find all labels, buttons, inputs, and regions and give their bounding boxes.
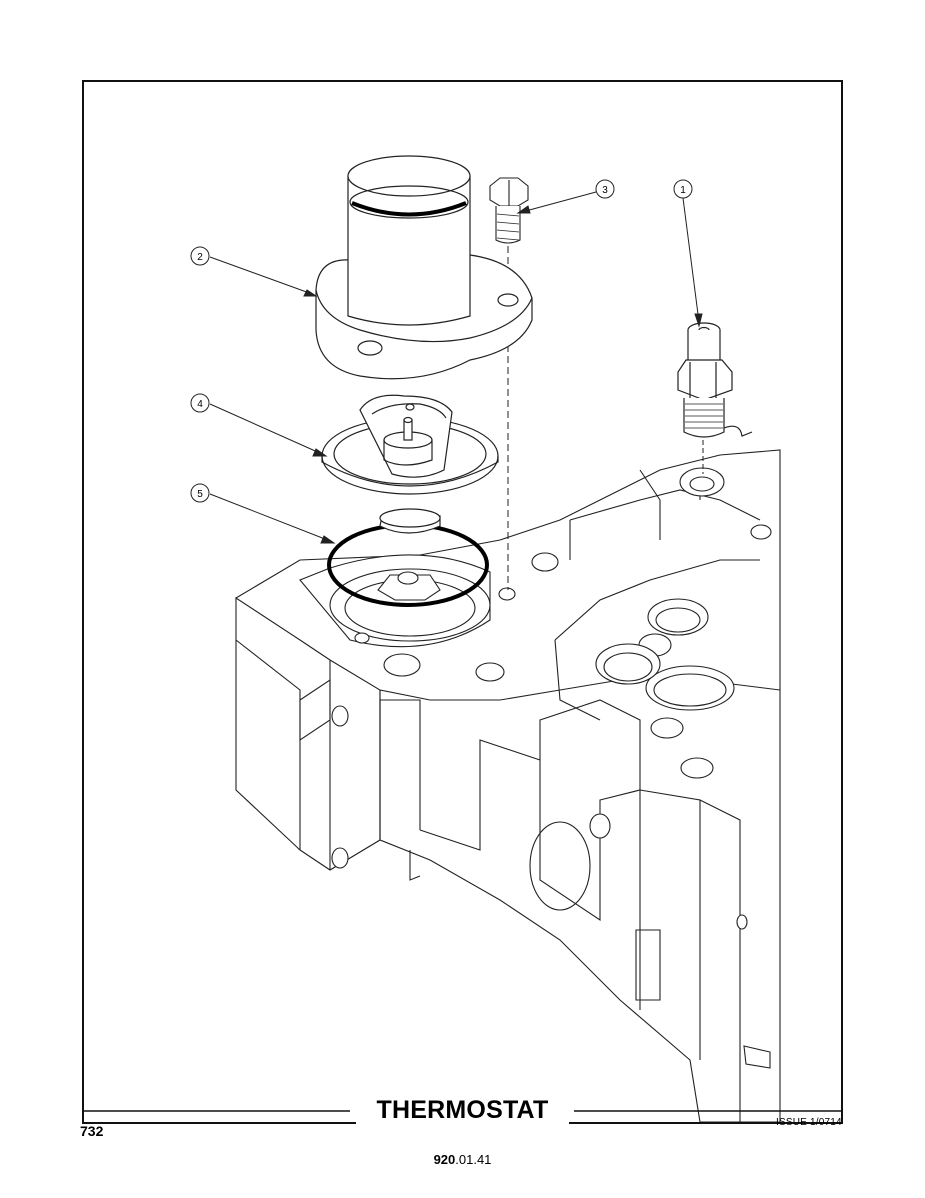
callout-label: 1 — [680, 185, 686, 196]
cylinder-head-icon — [235, 449, 781, 1122]
page-title: THERMOSTAT — [356, 1096, 569, 1125]
callout-4: 4 — [190, 393, 210, 413]
bolt-icon — [489, 177, 529, 244]
document-code-rest: .01.41 — [455, 1152, 492, 1167]
document-code-bold: 920 — [433, 1152, 456, 1167]
page-number: 732 — [80, 1123, 104, 1139]
callout-5: 5 — [190, 483, 210, 503]
document-code: 920.01.41 — [0, 1152, 925, 1167]
thermostat-icon — [321, 394, 499, 534]
sender-unit-icon — [677, 322, 753, 438]
callout-label: 4 — [197, 399, 203, 410]
callout-3: 3 — [595, 179, 615, 199]
callout-label: 2 — [197, 252, 203, 263]
callout-1: 1 — [673, 179, 693, 199]
callout-2: 2 — [190, 246, 210, 266]
thermostat-housing-icon — [315, 155, 533, 380]
issue-label: ISSUE 1/0714 — [776, 1117, 842, 1128]
callout-label: 3 — [602, 185, 608, 196]
callout-label: 5 — [197, 489, 203, 500]
